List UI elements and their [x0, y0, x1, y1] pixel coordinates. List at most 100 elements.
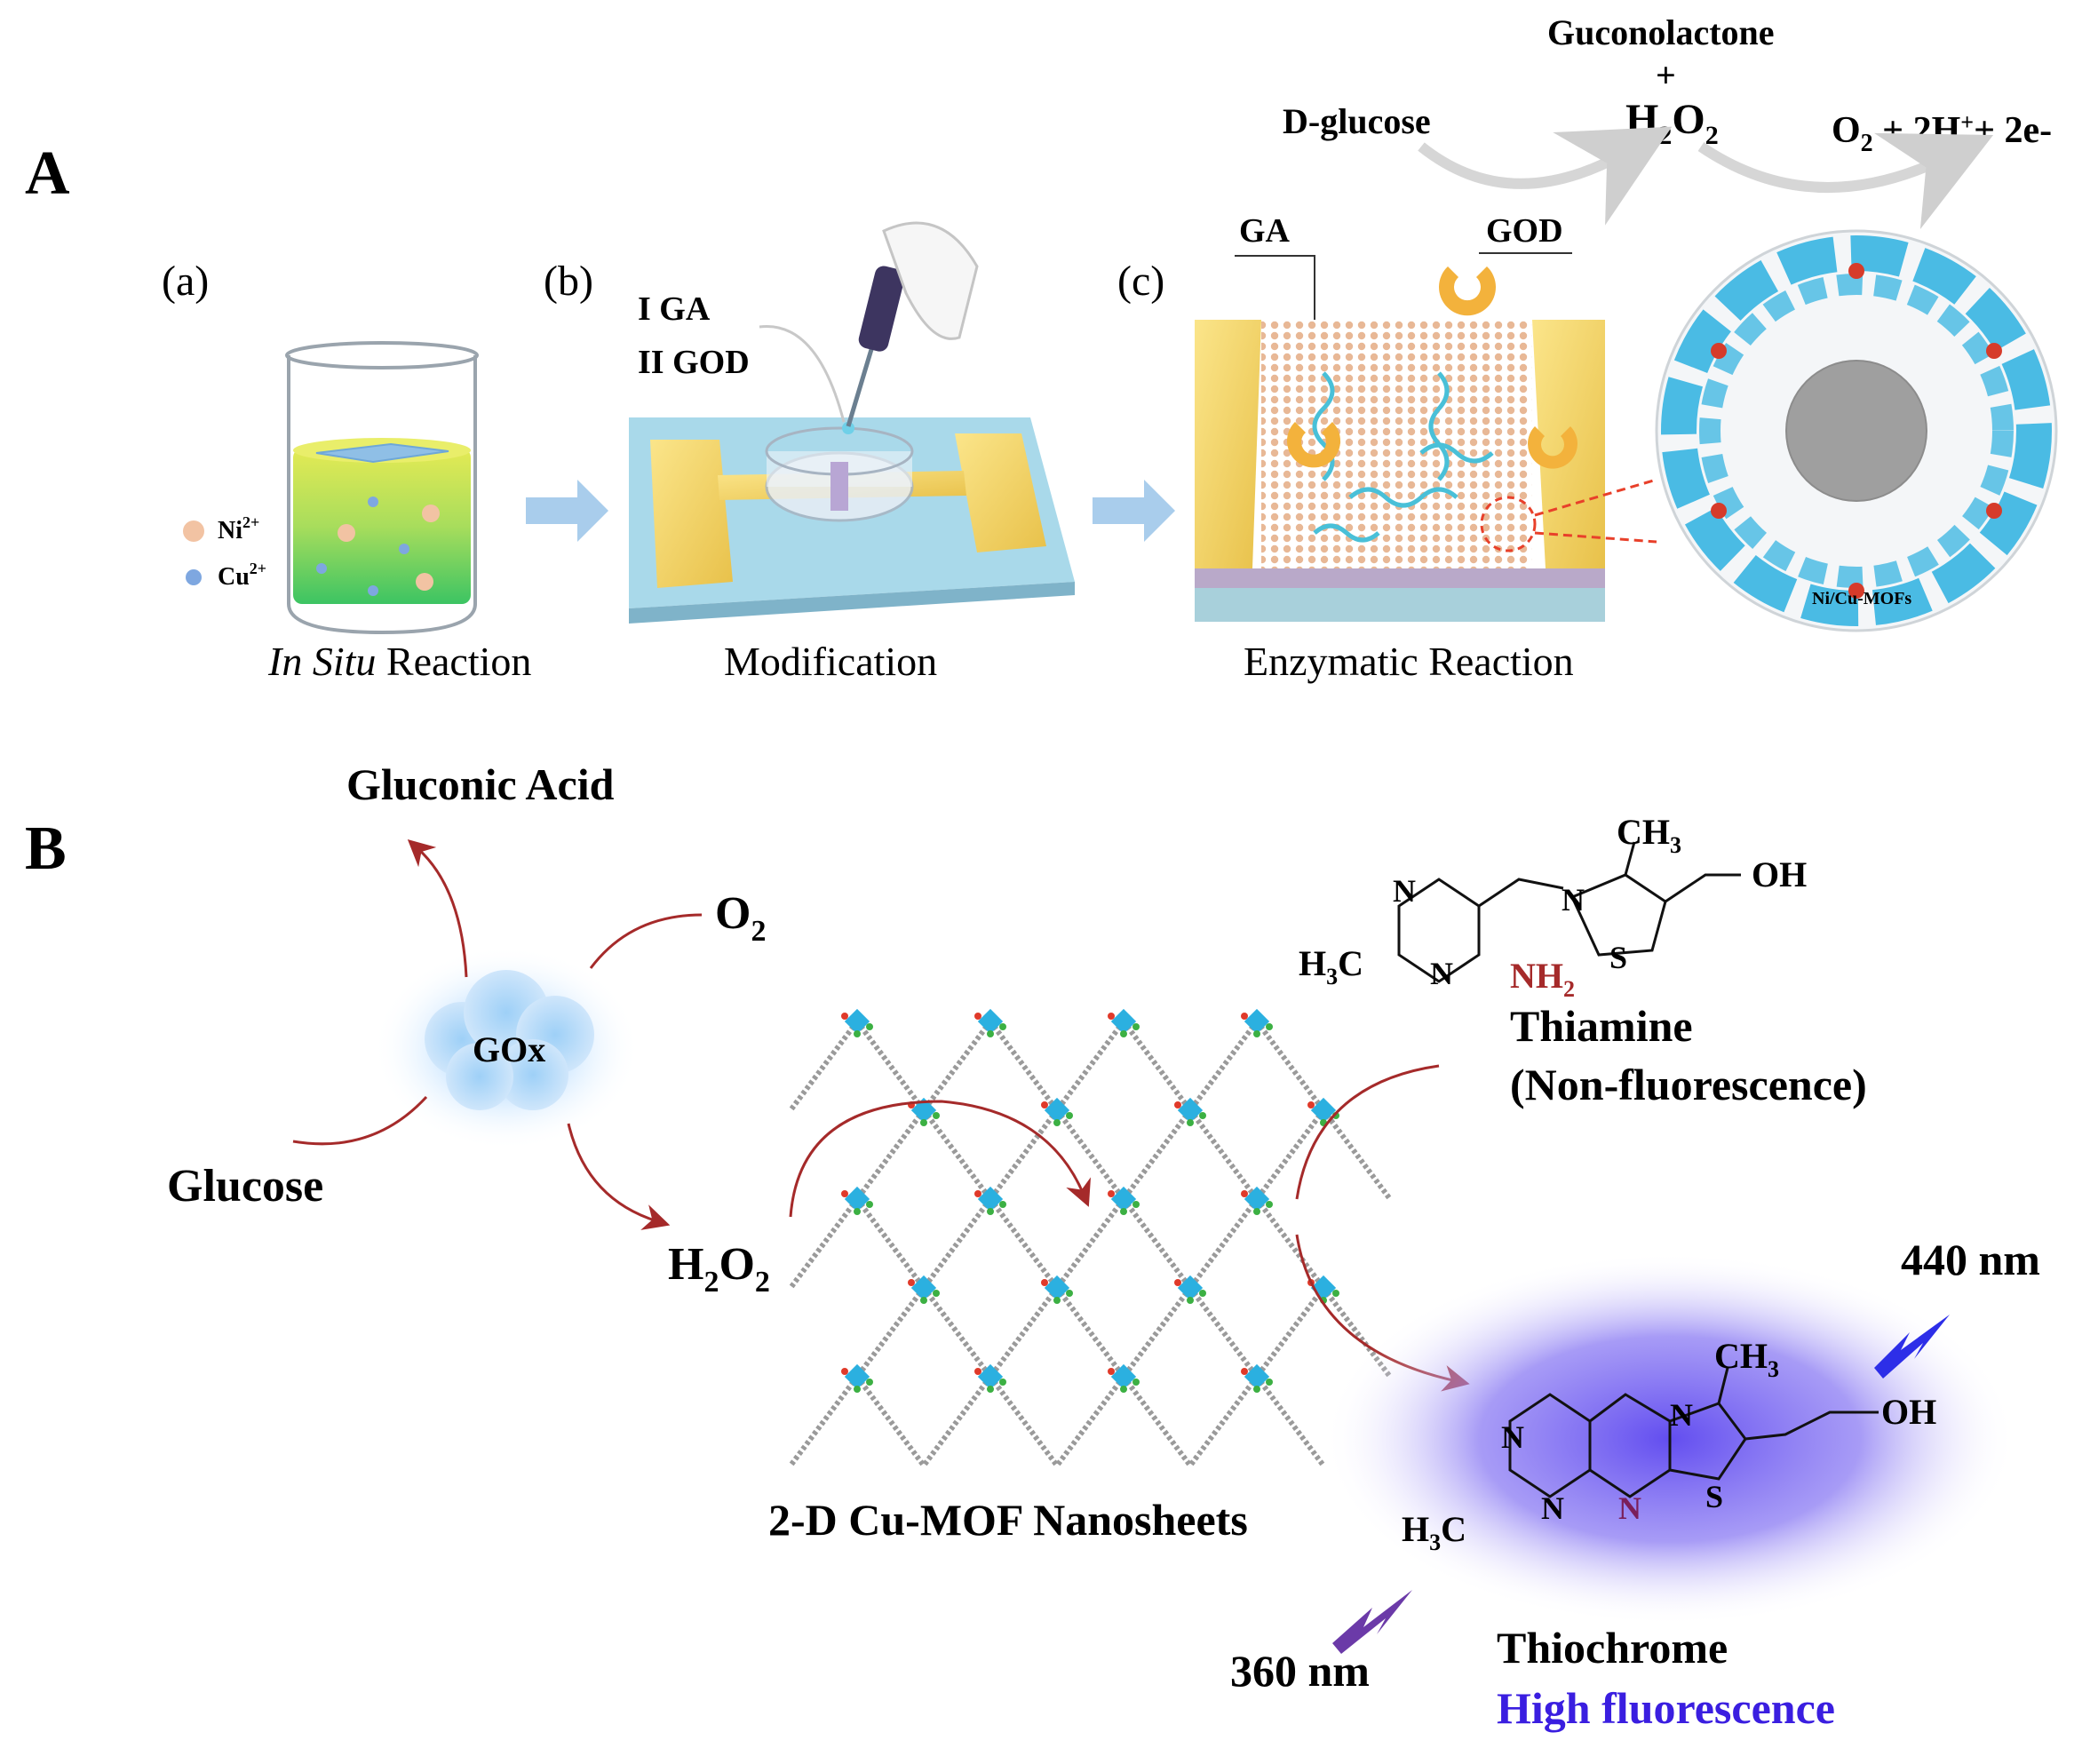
mof-node: [1044, 1275, 1070, 1301]
mof-linker: [854, 1020, 926, 1112]
guconolactone-label: Guconolactone: [1547, 12, 1775, 52]
mof-node: [910, 1097, 937, 1124]
thiochrome-structure: [1508, 1367, 1879, 1498]
mof-atom: [908, 1279, 915, 1286]
mof-atom: [1253, 1208, 1260, 1215]
cloud-to-h2o2-arrow: [567, 1123, 671, 1230]
mof-linker: [1254, 1375, 1326, 1467]
thiamine-structure: [1397, 841, 1741, 983]
mof-linker: [921, 1197, 993, 1290]
mof-atom: [974, 1013, 981, 1020]
mof-atom: [1241, 1190, 1248, 1197]
mof-linker: [1188, 1020, 1260, 1112]
mof-atom: [866, 1201, 873, 1208]
mof-linker: [1121, 1286, 1193, 1379]
mof-linker: [988, 1020, 1060, 1112]
mof-atom: [854, 1030, 861, 1037]
step-c-caption: Enzymatic Reaction: [1244, 639, 1574, 684]
panel-a-label: A: [25, 139, 70, 208]
mof-linker: [921, 1375, 993, 1467]
mof-linker: [988, 1375, 1060, 1467]
reagent-god-label: II GOD: [638, 344, 750, 381]
mof-node: [977, 1008, 1004, 1035]
mof-atom: [974, 1368, 981, 1375]
process-arrow-1: [526, 480, 608, 542]
glucose-to-h2o2-arrow: [1418, 126, 1673, 226]
mof-atom: [1241, 1368, 1248, 1375]
mof-atom: [1132, 1023, 1140, 1030]
thiochrome-n3: N: [1618, 1490, 1641, 1526]
mof-node: [1110, 1363, 1137, 1390]
mof-linker: [1254, 1108, 1326, 1201]
mof-node: [1310, 1097, 1337, 1124]
mof-atom: [987, 1030, 994, 1037]
mof-atom: [1108, 1368, 1115, 1375]
mof-atom: [854, 1208, 861, 1215]
mof-node: [1110, 1008, 1137, 1035]
mof-atom: [1332, 1290, 1339, 1297]
mof-linker: [921, 1020, 993, 1112]
plus-sign: +: [1656, 55, 1676, 95]
thiamine-name: Thiamine: [1510, 1001, 1693, 1051]
step-c-tag: (c): [1117, 258, 1164, 305]
step-b-caption: Modification: [724, 639, 937, 684]
mof-atom: [1266, 1023, 1273, 1030]
mof-linker: [1254, 1197, 1326, 1290]
reaction-chain: Guconolactone + D-glucose H2O2 O2 + 2H++…: [1283, 12, 2052, 230]
mof-atom: [866, 1379, 873, 1386]
mof-linker: [1054, 1197, 1126, 1290]
mof-atom: [1120, 1030, 1127, 1037]
mof-linker: [1121, 1375, 1193, 1467]
sensor-device: [629, 417, 1075, 624]
mof-linker: [1054, 1286, 1126, 1379]
mof-inset-label: Ni/Cu-MOFs: [1812, 589, 1911, 608]
mof-linker: [921, 1108, 993, 1201]
mof-linker: [854, 1286, 926, 1379]
mof-linker: [1188, 1286, 1260, 1379]
glucose-to-cloud-curve: [292, 1095, 428, 1146]
h2o2-label-a: H2O2: [1625, 96, 1719, 150]
electrode-surface: [1195, 266, 1657, 622]
ga-label: GA: [1239, 212, 1291, 250]
mof-node: [1244, 1186, 1270, 1212]
mof-atom: [841, 1368, 848, 1375]
mof-atom: [1108, 1013, 1115, 1020]
beaker: [285, 341, 479, 635]
mof-node: [1244, 1008, 1270, 1035]
reagent-leader-line: [759, 324, 846, 423]
ni-ion-label: Ni2+: [218, 513, 259, 544]
thiamine-nh2: NH2: [1510, 956, 1575, 1002]
mof-atom: [1066, 1290, 1073, 1297]
mof-linker: [988, 1286, 1060, 1379]
mof-atom: [974, 1190, 981, 1197]
mof-node: [1044, 1097, 1070, 1124]
mof-linker: [1121, 1108, 1193, 1201]
mof-inset: Ni/Cu-MOFs: [1655, 229, 2058, 632]
mof-atom: [999, 1379, 1006, 1386]
thiochrome-n2: N: [1541, 1490, 1564, 1526]
mof-atom: [841, 1190, 848, 1197]
mof-linker: [854, 1375, 926, 1467]
cu-ion-label: Cu2+: [218, 560, 266, 591]
thiochrome-h3c: H3C: [1402, 1509, 1466, 1555]
mof-linker: [1254, 1020, 1326, 1112]
mof-node: [910, 1275, 937, 1301]
mof-linker: [988, 1197, 1060, 1290]
mof-atom: [1041, 1101, 1048, 1108]
mof-atom: [933, 1290, 940, 1297]
thiochrome-note: High fluorescence: [1497, 1683, 1835, 1733]
thiochrome-name: Thiochrome: [1497, 1623, 1728, 1673]
thiochrome-s: S: [1705, 1479, 1723, 1514]
reagent-ga-label: I GA: [638, 290, 711, 328]
mof-atom: [1108, 1190, 1115, 1197]
mof-node: [977, 1186, 1004, 1212]
gox-cloud: GOx: [373, 946, 640, 1150]
mof-atom: [1253, 1386, 1260, 1393]
mof-node: [1244, 1363, 1270, 1390]
mof-atom: [1174, 1101, 1181, 1108]
mof-atom: [1132, 1379, 1140, 1386]
step-a-caption: In Situ Reaction: [267, 639, 531, 684]
mof-atom: [920, 1297, 927, 1304]
mof-atom: [1266, 1201, 1273, 1208]
mof-atom: [1066, 1112, 1073, 1119]
